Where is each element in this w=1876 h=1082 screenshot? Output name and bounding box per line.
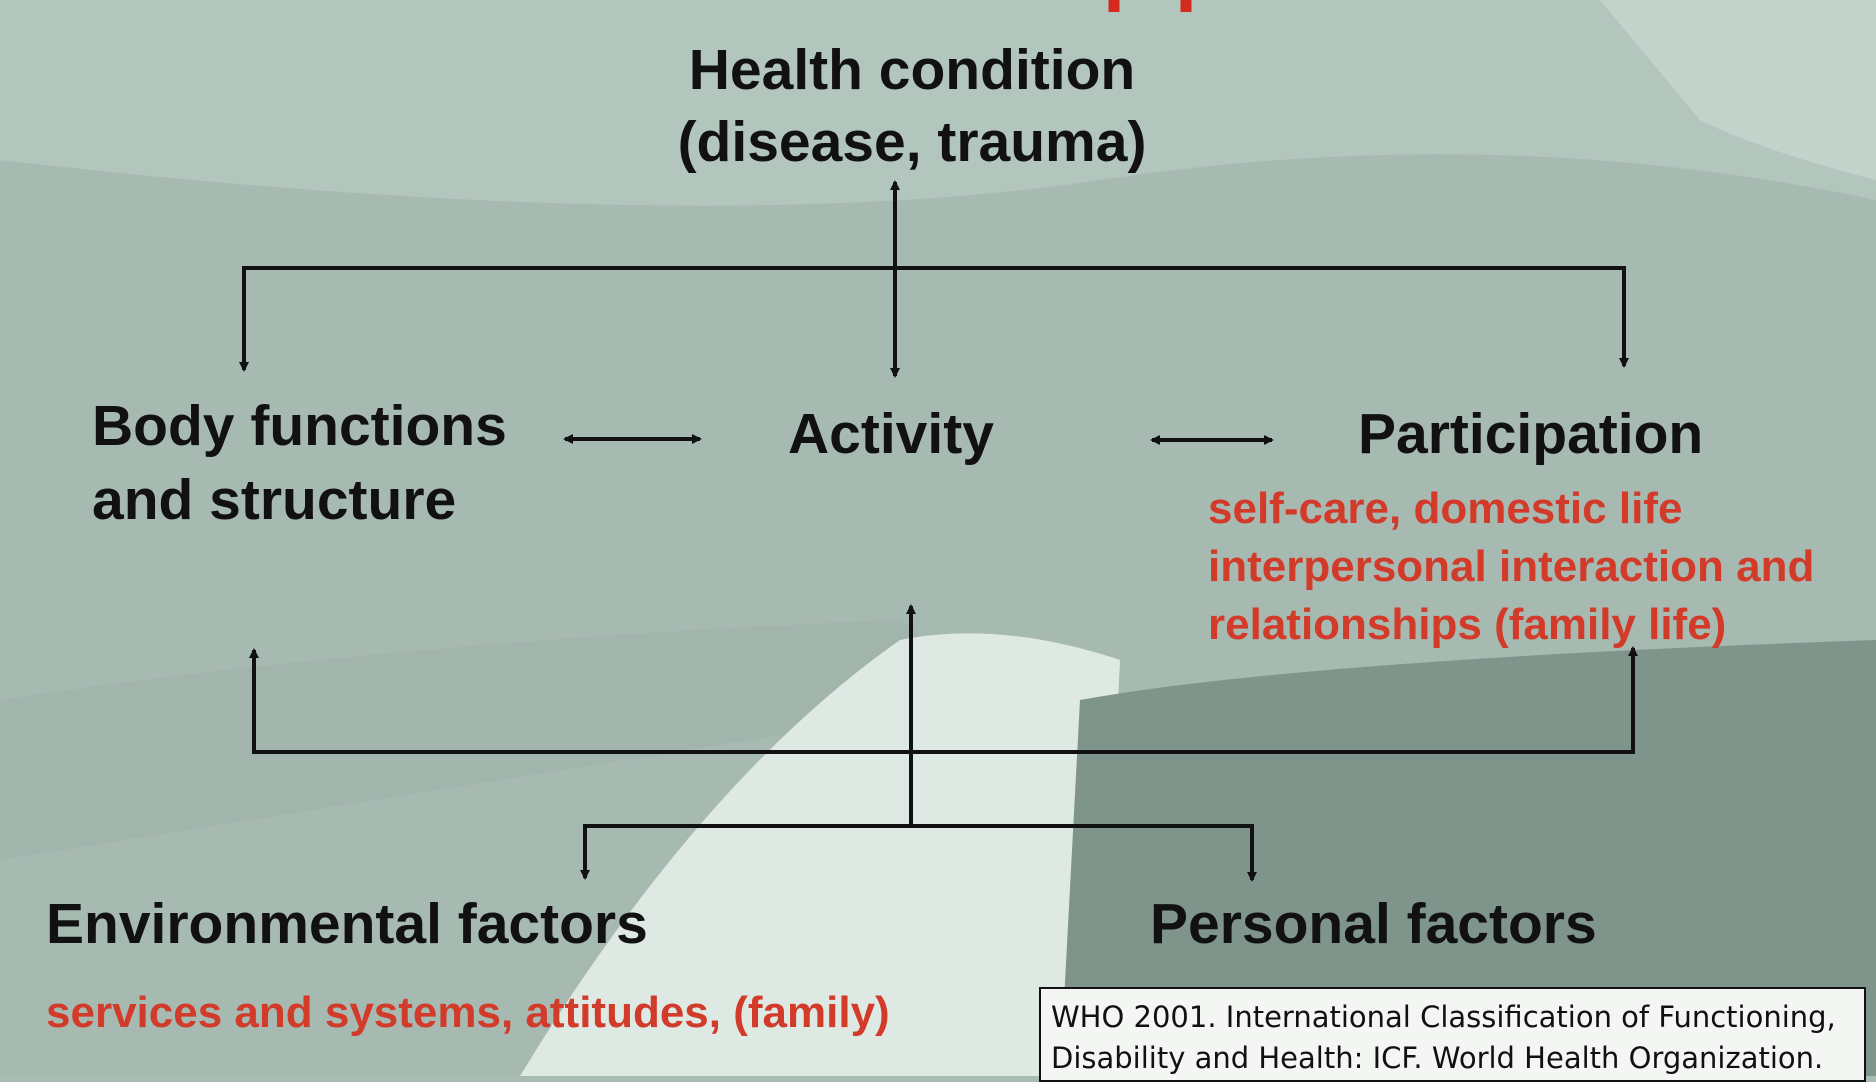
citation-line2: Disability and Health: ICF. World Health… <box>1051 1041 1824 1076</box>
health-condition-line2: (disease, trauma) <box>677 109 1147 174</box>
environmental-factors-title: Environmental factors <box>46 892 648 956</box>
activity-label: Activity <box>788 402 994 466</box>
environmental-factors-details: services and systems, attitudes, (family… <box>46 988 890 1037</box>
citation-box: WHO 2001. International Classification o… <box>1039 987 1866 1082</box>
personal-factors-title: Personal factors <box>1150 892 1597 956</box>
citation-line1: WHO 2001. International Classification o… <box>1051 1000 1836 1034</box>
body-functions-line1: Body functions <box>92 394 507 458</box>
participation-details: self-care, domestic life interpersonal i… <box>1208 480 1814 654</box>
participation-detail-1: self-care, domestic life <box>1208 484 1683 533</box>
body-functions-label: Body functions and structure <box>92 392 507 535</box>
participation-title: Participation <box>1358 402 1704 466</box>
body-functions-line2: and structure <box>92 467 457 532</box>
participation-detail-3: relationships (family life) <box>1208 600 1727 649</box>
participation-detail-2: interpersonal interaction and <box>1208 542 1815 591</box>
health-condition-line1: Health condition <box>688 38 1136 102</box>
health-condition-label: Health condition (disease, trauma) <box>0 36 1824 177</box>
